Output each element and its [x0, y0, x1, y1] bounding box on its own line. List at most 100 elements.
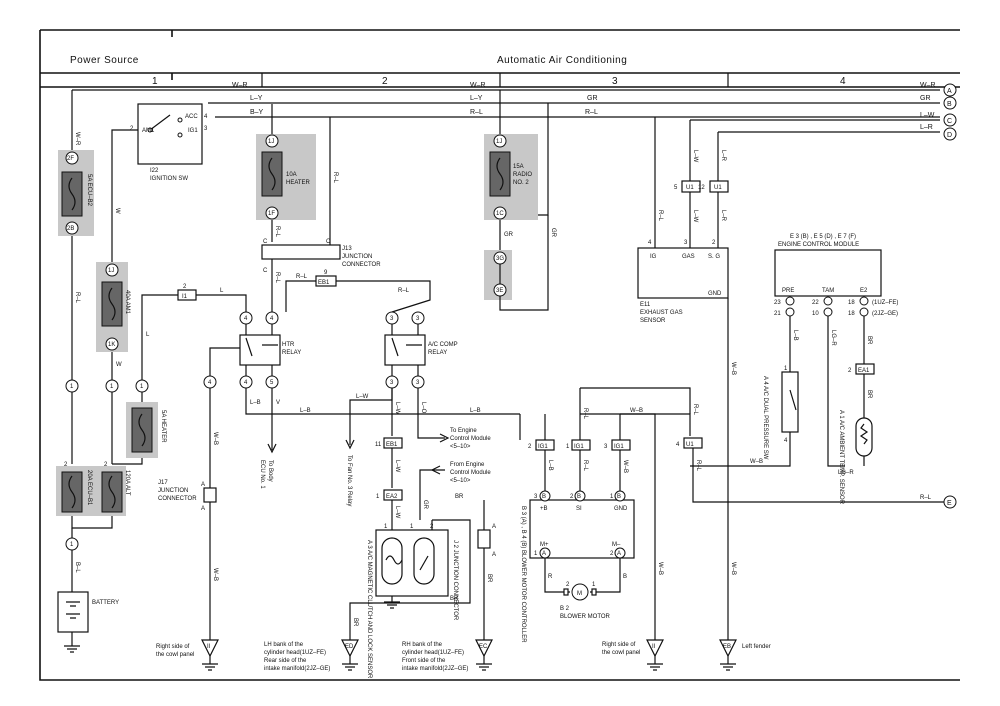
bmc-si: SI [576, 506, 582, 512]
connector-ig1-mid [571, 439, 591, 451]
e11-ig: IG [650, 254, 657, 260]
j13-pin-c-left: C [263, 239, 268, 245]
wire-label-w-1: W [116, 362, 122, 368]
ground-ec-label: EC [479, 644, 488, 650]
blower-motor-m: M [577, 591, 582, 597]
wire-label-gr-relay: GR [422, 500, 428, 510]
diagram-frame [39, 29, 960, 681]
ignition-switch-name: IGNITION SW [150, 176, 188, 182]
connector-3e: 3E [496, 288, 503, 294]
connector-2f: 2F [67, 156, 74, 162]
connector-u1-12-pin: 12 [698, 185, 705, 191]
connector-ig1-right-label: IG1 [614, 444, 624, 450]
connector-1-a-label: 1 [70, 384, 74, 390]
ground-ed-loc-3: Rear side of the [264, 658, 307, 664]
battery-label: BATTERY [92, 600, 119, 606]
bmc-pin-1: 1 [610, 494, 614, 500]
bmc-m-minus: M– [612, 542, 621, 548]
ground-ed-loc-1: LH bank of the [264, 642, 304, 648]
bmc-plus-b: +B [540, 506, 548, 512]
fuse-5a-heater-label: 5A HEATER [160, 410, 166, 443]
htr-relay-pin-4c: 4 [244, 380, 248, 386]
ignition-switch-id: I22 [150, 168, 159, 174]
ac-dual-pressure-switch [781, 371, 799, 433]
to-ecm-2: Control Module [450, 436, 491, 442]
ecm-pin-23: 23 [774, 300, 781, 306]
htr-relay-pin-4-left: 4 [208, 380, 212, 386]
connector-1j-radio: 1J [496, 139, 502, 145]
wire-label-r-l-j13: R–L [332, 172, 338, 184]
wire-label-l-i1: L [220, 288, 224, 294]
e11-sg: S. G [708, 254, 720, 260]
ground-ec-loc-1: RH bank of the [402, 642, 443, 648]
ground-ec-loc-3: Front side of the [402, 658, 446, 664]
fuse-20a-ecu-b1-label: 20A ECU–B1 [86, 470, 92, 506]
connector-1j-am1: 1J [108, 268, 114, 274]
junction-connector-j17 [203, 487, 217, 503]
wire-label-b-l: B–L [74, 562, 80, 573]
wire-label-b-y: B–Y [250, 109, 264, 116]
ac-relay-pin-3d: 3 [416, 380, 420, 386]
connector-ea1-label: EA1 [858, 368, 870, 374]
edge-terminal-d: D [943, 127, 957, 141]
connector-ig1-mid-label: IG1 [574, 444, 584, 450]
connector-1c: 1C [496, 211, 504, 217]
wire-label-r-l-e: R–L [920, 495, 932, 501]
ecm-pin-22: 22 [812, 300, 819, 306]
ac-magnetic-clutch [375, 529, 449, 597]
wire-label-w-b-a4: W–B [750, 459, 763, 465]
fuse-15a-label-1: 15A [513, 164, 524, 170]
ground-ed-loc-4: intake manifold(2JZ–GE) [264, 666, 330, 672]
fuse-10a-heater-label-2: HEATER [286, 180, 311, 186]
ignition-acc-label: ACC [185, 114, 198, 120]
ignition-switch [137, 103, 203, 165]
a4-pin-1: 1 [784, 366, 788, 372]
wire-label-r-l-e11: R–L [657, 210, 663, 222]
ground-ii-right [646, 639, 664, 671]
ground-ec [475, 639, 493, 671]
connector-u1-4-label: U1 [686, 442, 694, 448]
connector-3g-3e [484, 250, 512, 300]
j17-pin-a-bottom: A [201, 506, 205, 512]
wire-label-l-r: L–R [920, 124, 933, 131]
j17-name-1: JUNCTION [158, 488, 188, 494]
bmc-gnd: GND [614, 506, 628, 512]
wire-label-w-b-bmc: W–B [622, 460, 628, 473]
j13-pin-c-right: C [326, 239, 331, 245]
wire-label-l-r-u1-bottom: L–R [720, 210, 726, 222]
ground-ii-left-loc-2: the cowl panel [156, 652, 194, 658]
wire-label-l-w: L–W [920, 112, 935, 119]
to-body-ecu-1: To Body [267, 460, 273, 482]
ground-ec-loc-2: cylinder head(1UZ–FE) [402, 650, 464, 656]
connector-eb1-top-label: EB1 [318, 280, 330, 286]
connector-ig1-left-label: IG1 [538, 444, 548, 450]
a4-name: A 4 A/C DUAL PRESSURE SW [762, 376, 768, 460]
ground-ii-left-label: II [207, 644, 211, 650]
ac-relay-name-1: A/C COMP [428, 342, 458, 348]
connector-ig1-right-pin: 3 [604, 444, 608, 450]
htr-relay [239, 311, 281, 389]
connector-ea2 [383, 489, 403, 501]
e11-name-2: SENSOR [640, 318, 666, 324]
wire-label-br-ec: BR [486, 574, 492, 583]
fuse-5a-ecu-b2 [58, 150, 94, 236]
connector-u1-5 [681, 180, 701, 193]
e11-gas: GAS [682, 254, 695, 260]
a3-name: A 3 A/C MAGNETIC CLUTCH AND LOCK SENSOR [366, 540, 372, 679]
wire-label-br-j2: BR [450, 596, 459, 602]
fuse-5a-heater [126, 402, 158, 458]
bmc-pin-3: 3 [534, 494, 538, 500]
fuse-15a-radio-no2 [484, 134, 538, 220]
bmc-pin-2: 2 [570, 494, 574, 500]
wire-label-r-l-bmc: R–L [582, 460, 588, 472]
connector-i1-label: I1 [182, 294, 188, 300]
ac-relay-pin-3a: 3 [390, 316, 394, 322]
j2-name: J 2 JUNCTION CONNECTOR [452, 540, 458, 621]
connector-ig1-mid-pin: 1 [566, 444, 570, 450]
edge-terminal-b: B [943, 96, 957, 110]
connector-1-b-label: 1 [110, 384, 114, 390]
wire-label-l-heater: L [146, 332, 150, 338]
fuse-5a-ecu-b2-label: 5A ECU–B2 [86, 174, 92, 207]
battery [57, 591, 89, 653]
